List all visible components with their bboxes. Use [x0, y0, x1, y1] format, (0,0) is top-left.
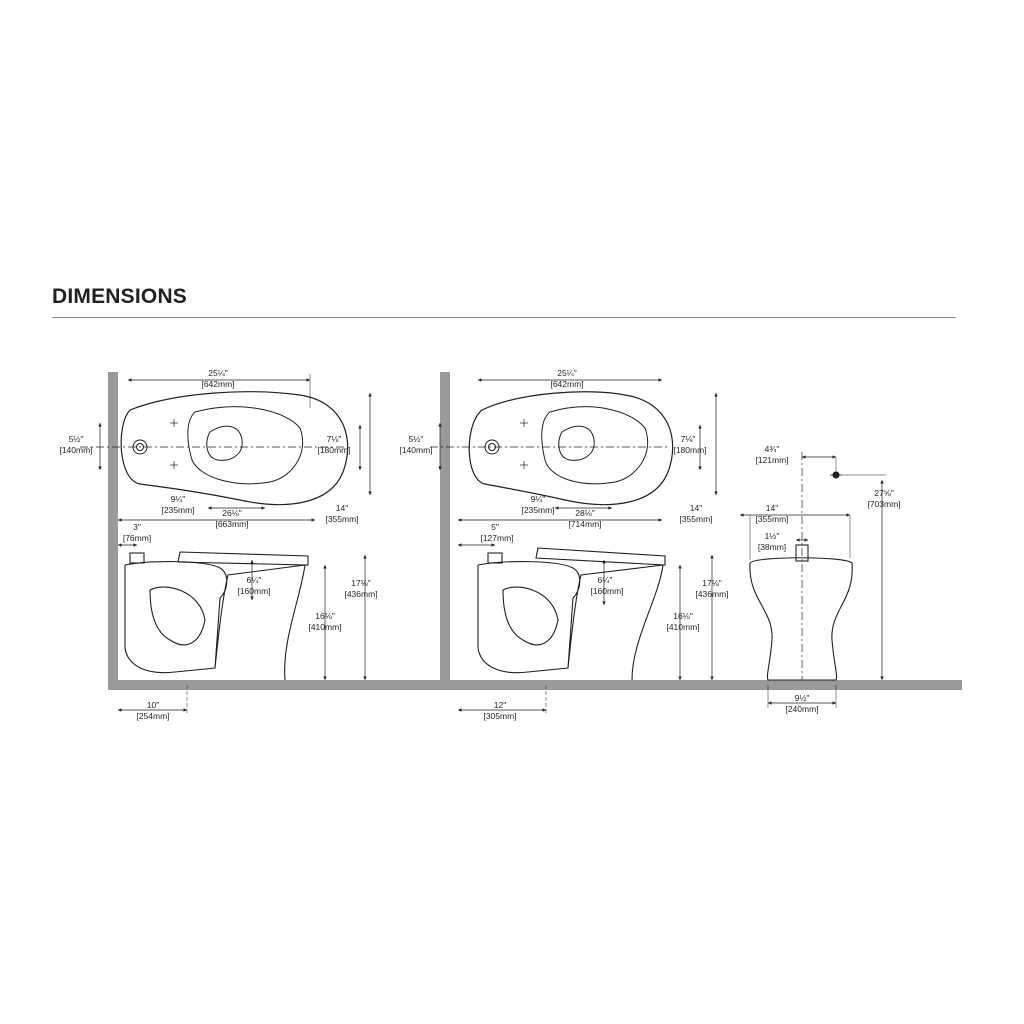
mid-top-outline [468, 391, 674, 506]
mid-supply-in: 5" [491, 522, 499, 532]
mid-bolt-mm: [140mm] [399, 445, 432, 455]
left-floor [108, 680, 453, 690]
front-view [740, 452, 886, 708]
left-seat-in: 17⅛" [351, 578, 371, 588]
left-overall-in: 26⅛" [222, 508, 242, 518]
left-supply-mm: [76mm] [123, 533, 151, 543]
left-tank-width-mm: [642mm] [201, 379, 234, 389]
mid-overall-mm: [714mm] [568, 519, 601, 529]
mid-tank-width-mm: [642mm] [550, 379, 583, 389]
left-bowl-width-in: 14" [336, 503, 348, 513]
mid-rim-mm: [410mm] [666, 622, 699, 632]
left-rough-in: 10" [147, 700, 159, 710]
left-wall [108, 372, 118, 690]
mid-rim-drop-in: 6¼" [598, 575, 613, 585]
left-top-view [80, 372, 453, 690]
left-bowl-depth-in: 7⅛" [327, 434, 342, 444]
front-bowl-width-mm: [355mm] [755, 514, 788, 524]
mid-rough-mm: [305mm] [483, 711, 516, 721]
mid-side-view [458, 543, 714, 715]
mid-supply-mm: [127mm] [480, 533, 513, 543]
middle-wall [440, 372, 450, 690]
mid-bolt-in: 5½" [409, 434, 424, 444]
mid-bowl-width-mm: [355mm] [679, 514, 712, 524]
left-supply-in: 3" [133, 522, 141, 532]
left-bowl-width-mm: [355mm] [325, 514, 358, 524]
front-base-width-in: 9½" [795, 693, 810, 703]
mid-bowl-width-in: 14" [690, 503, 702, 513]
left-rim-drop-mm: [160mm] [237, 586, 270, 596]
right-floor [450, 680, 962, 690]
mid-rim-drop-mm: [160mm] [590, 586, 623, 596]
front-supply-offset-mm: [121mm] [755, 455, 788, 465]
left-side-outline [124, 561, 306, 681]
left-bowl-depth-mm: [180mm] [317, 445, 350, 455]
front-supply-height-in: 27⅝" [874, 488, 894, 498]
front-supply-offset-in: 4¾" [765, 444, 780, 454]
left-overall-mm: [663mm] [215, 519, 248, 529]
left-bowl-offset-in: 9¼" [171, 494, 186, 504]
mid-bowl-offset-in: 9¼" [531, 494, 546, 504]
page-title: DIMENSIONS [52, 285, 188, 308]
left-top-seat [206, 425, 243, 461]
mid-seat-mm: [436mm] [695, 589, 728, 599]
front-base-width-mm: [240mm] [785, 704, 818, 714]
left-rim-mm: [410mm] [308, 622, 341, 632]
mid-tank-width-in: 25¼" [557, 368, 577, 378]
left-bowl-offset-mm: [235mm] [161, 505, 194, 515]
front-bowl-width-in: 14" [766, 503, 778, 513]
left-tank-width-in: 25¼" [208, 368, 228, 378]
left-top-outline [120, 391, 349, 506]
left-rim-drop-in: 6¼" [247, 575, 262, 585]
left-rim-in: 16⅛" [315, 611, 335, 621]
left-side-view [118, 543, 367, 715]
front-outline [749, 557, 853, 681]
front-supply-height-mm: [703mm] [867, 499, 900, 509]
title-rule [52, 317, 956, 318]
mid-bowl-depth-in: 7⅛" [681, 434, 696, 444]
front-inlet-mm: [38mm] [758, 542, 786, 552]
mid-overall-in: 28⅛" [575, 508, 595, 518]
left-seat-mm: [436mm] [344, 589, 377, 599]
mid-rough-in: 12" [494, 700, 506, 710]
left-top-bowl-inner [187, 406, 304, 485]
left-bolt-mm: [140mm] [59, 445, 92, 455]
left-rough-mm: [254mm] [136, 711, 169, 721]
mid-bowl-offset-mm: [235mm] [521, 505, 554, 515]
mid-top-view [430, 378, 962, 690]
mid-seat-in: 17⅛" [702, 578, 722, 588]
left-bolt-in: 5½" [69, 434, 84, 444]
mid-bowl-depth-mm: [180mm] [673, 445, 706, 455]
mid-rim-in: 16⅛" [673, 611, 693, 621]
front-inlet-in: 1½" [765, 531, 780, 541]
